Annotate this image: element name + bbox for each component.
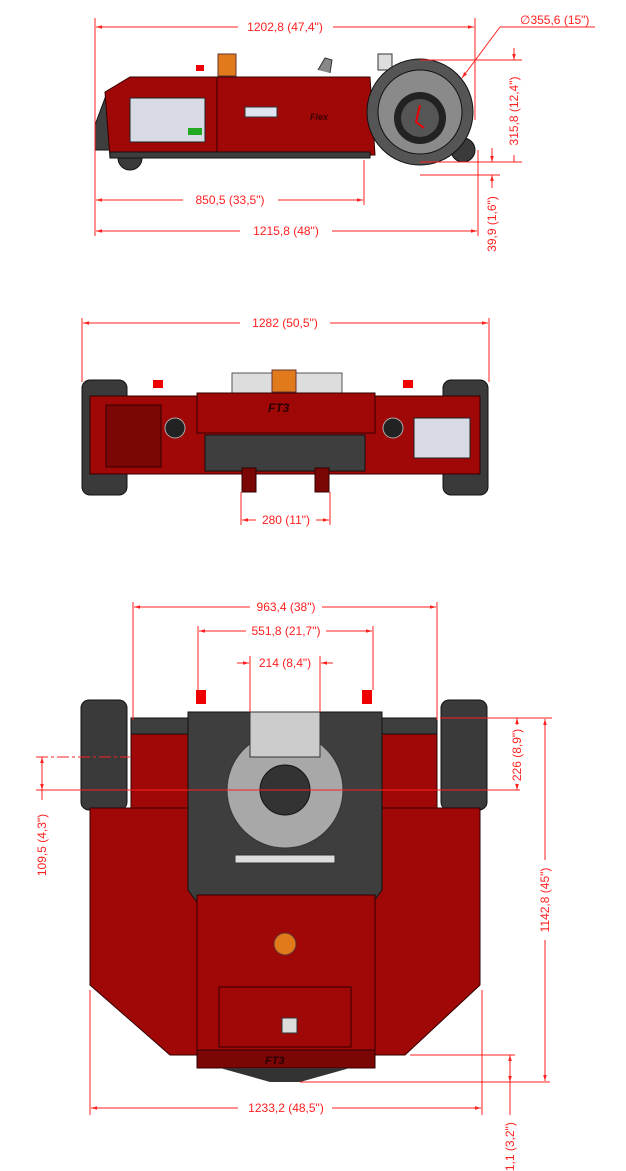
front-view: FT3 1282 (50,5") 280 (11") — [81, 316, 490, 527]
beacon-light — [217, 53, 237, 77]
top-right-wheel — [440, 699, 488, 811]
access-door — [105, 404, 162, 468]
connector — [377, 53, 393, 71]
dim-rear-overhang: 81,1 (3,2") — [503, 1122, 517, 1171]
dim-overall-width: 1282 (50,5") — [252, 316, 318, 330]
dim-overall-length: 1202,8 (47,4") — [247, 20, 323, 34]
left-stop-button — [153, 380, 163, 388]
dim-total-length: 1215,8 (48") — [253, 224, 319, 238]
dim-overall-length-top: 1142,8 (45") — [538, 868, 552, 933]
dim-axle-to-front: 850,5 (33,5") — [196, 193, 265, 207]
front-logo: FT3 — [268, 401, 290, 415]
top-beacon — [273, 932, 297, 956]
dim-mast-width: 214 (8,4") — [259, 656, 311, 670]
dim-post-spacing: 551,8 (21,7") — [252, 624, 321, 638]
left-post-button — [196, 690, 206, 704]
side-logo: Flex — [310, 112, 329, 122]
left-lamp — [164, 417, 186, 439]
label-plate — [244, 106, 278, 118]
right-lamp — [382, 417, 404, 439]
stop-button — [196, 65, 204, 71]
dim-body-width: 1233,2 (48,5") — [248, 1101, 324, 1115]
right-fork — [314, 467, 330, 493]
dim-fork-spacing: 280 (11") — [262, 513, 310, 527]
left-fork — [241, 467, 257, 493]
status-led — [188, 128, 202, 135]
rear-skirt — [220, 1068, 350, 1082]
top-view: FT3 963,4 (38") 551,8 (21,7") 214 (8,4")… — [35, 600, 552, 1171]
dim-ground-clearance: 39,9 (1,6") — [485, 196, 499, 252]
mast-ladder — [249, 711, 321, 758]
connector-port — [281, 1017, 298, 1034]
grille — [204, 434, 366, 472]
top-left-wheel — [80, 699, 128, 811]
rear-bumper — [196, 1049, 376, 1069]
dim-outer-width: 963,4 (38") — [257, 600, 316, 614]
rear-access-panel — [218, 986, 352, 1048]
control-panel — [129, 97, 206, 143]
hub-mark — [414, 104, 425, 129]
front-center-panel — [196, 392, 376, 434]
right-post-button — [362, 690, 372, 704]
front-beacon — [271, 369, 297, 393]
side-view: Flex 1202,8 (47,4") ∅355,6 (15") 315,8 (… — [94, 13, 595, 252]
dim-wheel-diameter: ∅355,6 (15") — [520, 13, 589, 27]
cross-bar — [234, 854, 336, 864]
chassis-rail — [109, 151, 371, 159]
dim-wheel-height: 315,8 (12,4") — [507, 77, 521, 146]
dim-axle-to-front-top: 226 (8,9") — [510, 729, 524, 781]
right-stop-button — [403, 380, 413, 388]
front-control-panel — [413, 417, 471, 459]
top-logo: FT3 — [265, 1055, 285, 1067]
dim-axle-offset: 109,5 (4,3") — [35, 814, 49, 876]
hub-face — [401, 99, 439, 137]
handle — [317, 57, 333, 74]
